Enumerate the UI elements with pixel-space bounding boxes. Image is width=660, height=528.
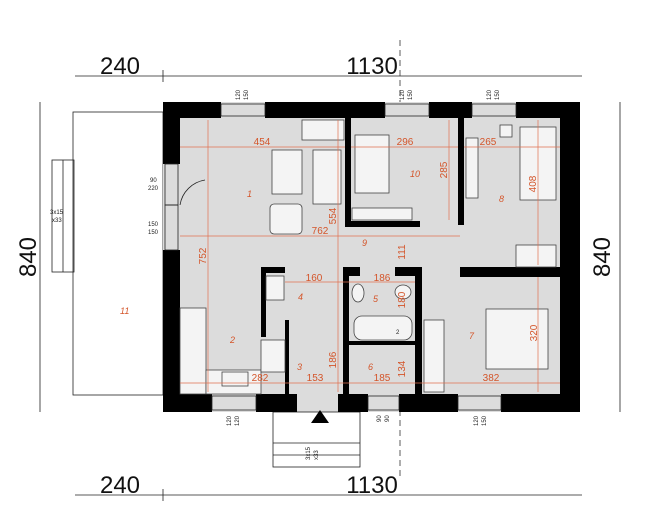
terrace-stairs-label-2: x33 (52, 218, 62, 224)
window-label: 120 (227, 415, 233, 426)
nightstand (499, 124, 513, 138)
kitchen-counter (179, 307, 207, 395)
window-label: 150 (244, 89, 250, 100)
toilet (394, 284, 412, 300)
window-label: 120 (236, 89, 242, 100)
bed-single (354, 134, 390, 194)
door-label: 220 (148, 186, 159, 192)
dim-top-house: 1130 (346, 53, 398, 80)
window-label: 150 (495, 89, 501, 100)
room-number-5: 5 (373, 294, 379, 304)
wardrobe-3 (351, 207, 413, 221)
stove (260, 339, 286, 373)
room-number-3: 3 (297, 362, 302, 372)
window-label: 120 (400, 89, 406, 100)
dim-text: 382 (483, 373, 500, 384)
dim-top-terrace: 240 (100, 53, 140, 80)
table (271, 149, 303, 195)
window-label: 90 (377, 415, 383, 422)
dim-bottom-house: 1130 (346, 472, 398, 499)
dim-text: 285 (439, 161, 450, 178)
window-labels: 120 150 120 150 120 150 120 120 90 90 12… (148, 89, 501, 426)
dim-text: 186 (374, 273, 391, 284)
wardrobe-4 (515, 244, 557, 268)
dim-left-height: 840 (15, 237, 42, 277)
dim-text: 153 (307, 373, 324, 384)
entrance-stairs-label-2: x33 (314, 450, 320, 460)
dim-text: 282 (252, 373, 269, 384)
dim-bottom-terrace: 240 (100, 472, 140, 499)
room-numbers: 1 2 3 4 5 6 7 8 9 10 11 2 (120, 169, 504, 372)
furniture (179, 119, 557, 395)
entrance-stairs: 3x15 x33 (272, 410, 361, 468)
inner-dimensions: 454 296 265 285 408 554 762 111 752 160 … (198, 137, 540, 384)
dim-text: 134 (397, 360, 408, 377)
washbasin (351, 283, 365, 303)
overall-dimensions: 240 1130 240 1130 840 840 (15, 53, 621, 501)
window-label: 120 (487, 89, 493, 100)
dim-text: 762 (312, 226, 329, 237)
window-label: 150 (148, 222, 159, 228)
dim-text: 111 (397, 244, 408, 260)
window-label: 90 (385, 415, 391, 422)
wardrobe-2 (465, 137, 479, 199)
windows (164, 103, 517, 411)
room-number-8: 8 (499, 194, 504, 204)
dim-text: 180 (397, 291, 408, 308)
dim-text: 752 (198, 247, 209, 264)
bathtub-label: 2 (396, 330, 400, 336)
sink (221, 371, 249, 387)
dim-text: 408 (528, 175, 539, 192)
room-number-2: 2 (229, 335, 235, 345)
window-label: 150 (408, 89, 414, 100)
window-label: 120 (474, 415, 480, 426)
room-number-9: 9 (362, 238, 367, 248)
armchair (269, 203, 303, 235)
window-label: 150 (482, 415, 488, 426)
window-label: 150 (148, 230, 159, 236)
dim-text: 454 (254, 137, 271, 148)
room-number-7: 7 (469, 331, 475, 341)
entrance-stairs-label: 3x15 (306, 446, 312, 460)
terrace-stairs-label: 3x15 (50, 210, 64, 216)
window-label: 120 (235, 415, 241, 426)
terrace: 3x15 x33 (50, 111, 164, 396)
room-number-6: 6 (368, 362, 373, 372)
dim-right-height: 840 (589, 237, 616, 277)
room-number-11: 11 (120, 306, 129, 316)
entrance-arrow-icon (311, 410, 329, 423)
wardrobe-5 (423, 319, 445, 393)
dim-text: 265 (480, 137, 497, 148)
dim-text: 185 (374, 373, 391, 384)
walls (163, 102, 580, 412)
dim-text: 320 (529, 324, 540, 341)
door-label: 90 (150, 178, 157, 184)
inner-dimension-lines (180, 120, 560, 392)
room-number-1: 1 (247, 189, 252, 199)
boiler (265, 275, 285, 301)
room-number-4: 4 (298, 292, 303, 302)
sofa (312, 149, 342, 205)
bathtub (353, 315, 413, 341)
dim-text: 186 (328, 351, 339, 368)
dim-text: 296 (397, 137, 414, 148)
wardrobe (301, 119, 345, 141)
dim-text: 160 (306, 273, 323, 284)
room-number-10: 10 (410, 169, 420, 179)
dim-text: 554 (328, 207, 339, 224)
